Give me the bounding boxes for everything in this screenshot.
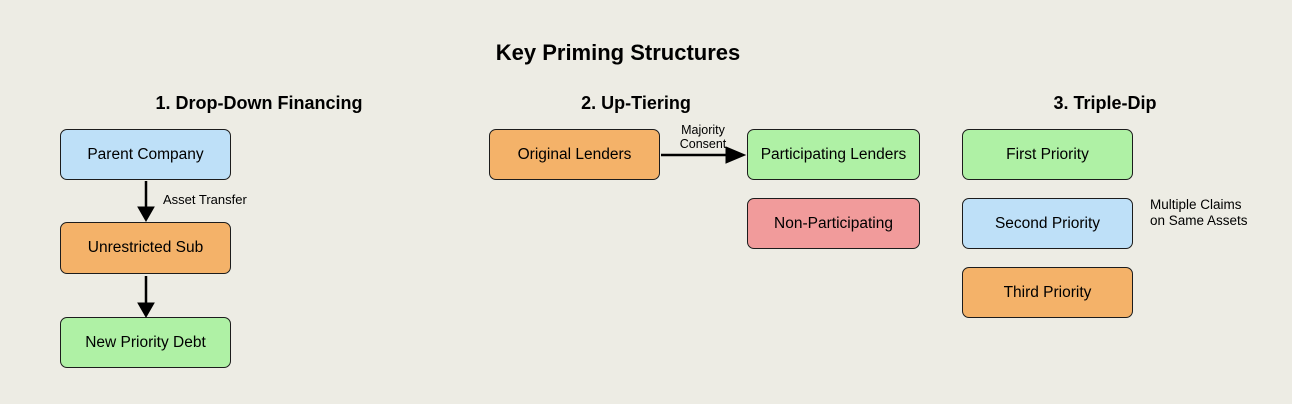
box-participating-lenders: Participating Lenders: [747, 129, 920, 180]
box-parent-company-label: Parent Company: [87, 145, 204, 163]
box-non-participating: Non-Participating: [747, 198, 920, 249]
box-third-priority: Third Priority: [962, 267, 1133, 318]
section-heading-up-tiering: 2. Up-Tiering: [581, 93, 691, 113]
box-second-priority-label: Second Priority: [994, 214, 1101, 232]
drop-down-second-arrow: [137, 276, 155, 319]
box-non-participating-label: Non-Participating: [774, 214, 893, 232]
section-heading-triple-dip: 3. Triple-Dip: [1053, 93, 1157, 113]
box-new-priority-debt: New Priority Debt: [60, 317, 231, 368]
box-new-priority-debt-label: New Priority Debt: [85, 333, 206, 351]
box-first-priority-label: First Priority: [1006, 145, 1089, 163]
box-original-lenders-label: Original Lenders: [517, 145, 632, 163]
section-heading-drop-down-financing: 1. Drop-Down Financing: [155, 93, 363, 113]
multiple-claims-annotation-line1: Multiple Claims: [1150, 197, 1242, 212]
box-first-priority: First Priority: [962, 129, 1133, 180]
box-participating-lenders-label: Participating Lenders: [760, 145, 907, 163]
box-unrestricted-sub-label: Unrestricted Sub: [87, 239, 204, 256]
box-original-lenders: Original Lenders: [489, 129, 660, 180]
box-second-priority: Second Priority: [962, 198, 1133, 249]
multiple-claims-annotation: Multiple Claims on Same Assets: [1150, 197, 1248, 228]
majority-consent-label-line1: Majority: [681, 123, 725, 137]
multiple-claims-annotation-line2: on Same Assets: [1150, 212, 1248, 228]
diagram-title: Key Priming Structures: [495, 40, 741, 65]
majority-consent-label: Majority Consent: [679, 123, 727, 151]
box-parent-company: Parent Company: [60, 129, 231, 180]
box-unrestricted-sub: Unrestricted Sub: [60, 222, 231, 274]
majority-consent-label-line2: Consent: [679, 136, 727, 151]
asset-transfer-arrow: [137, 181, 155, 223]
asset-transfer-label: Asset Transfer: [163, 192, 247, 207]
box-third-priority-label: Third Priority: [1003, 283, 1092, 301]
